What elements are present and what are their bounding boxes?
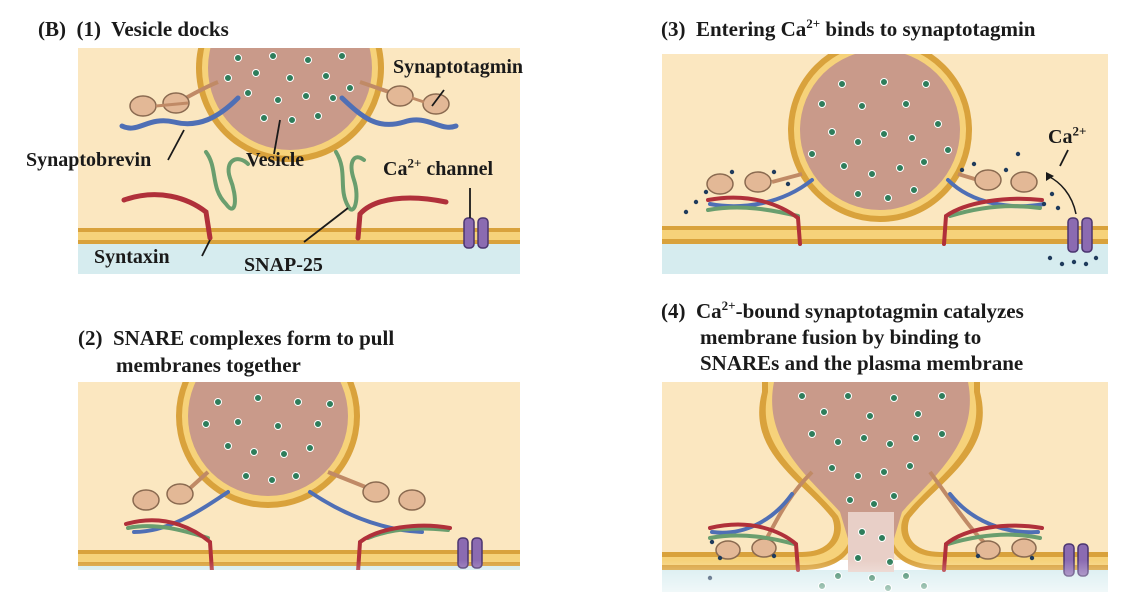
synaptotagmin-left [715,470,814,560]
calcium-channel [463,217,489,249]
synaptotagmin-right [327,470,426,511]
panel-2-illustration [78,382,520,570]
panel-3-title-post: binds to synaptotagmin [820,17,1036,41]
snare-complex-right [942,492,1044,572]
calcium-ions [683,151,1099,267]
arrow-head [1046,172,1054,181]
calcium-channel-label-sup: 2+ [407,155,422,171]
panel-4-title: (4) Ca2+-bound synaptotagmin catalyzes [661,298,1024,324]
vesicle-label: Vesicle [246,149,305,171]
vesicle-lumen [772,382,970,552]
calcium-label-sup: 2+ [1072,123,1087,139]
panel-2-title-line2: membranes together [116,353,301,377]
plasma-membrane-core [78,232,520,240]
calcium-label: Ca2+ [1048,123,1087,148]
snare-complex-left [708,492,800,572]
panel-1-illustration [78,48,520,274]
snap25-label: SNAP-25 [244,254,323,276]
snare-complex-left [706,178,814,246]
panel-4-title-line3: SNAREs and the plasma membrane [700,351,1024,375]
calcium-channel-label: Ca2+ channel [383,155,494,180]
synaptotagmin-right [928,470,1037,560]
calcium-leader-line [1059,149,1069,167]
neurotransmitter-dots [808,78,952,202]
synaptotagmin-right [359,80,450,115]
snare-complex-right [308,490,452,570]
panel-2-title-line1: SNARE complexes form to pull [113,326,395,350]
panel-4-number: (4) [661,299,686,323]
syntaxin-left [121,192,213,241]
synaptobrevin-left [119,95,241,131]
panel-3-number: (3) [661,17,686,41]
synaptotagmin-left [132,470,210,511]
panel-3-illustration [662,54,1108,274]
calcium-channel [1067,217,1093,253]
bottom-fade-overlay [0,560,1121,607]
panel-1-number: (1) [76,17,102,41]
synaptotagmin-right [957,169,1038,193]
neurotransmitter-dots [224,52,354,124]
vesicle-lumen [208,48,372,150]
synaptobrevin-label: Synaptobrevin [26,149,152,171]
syntaxin-label: Syntaxin [94,246,170,268]
snap25-right [334,150,366,212]
panel-2-title: (2) SNARE complexes form to pull [78,325,394,351]
calcium-channel-label-post: channel [421,158,494,180]
calcium-label-pre: Ca [1048,126,1073,148]
extracellular-space [662,244,1108,274]
vesicle-lumen [188,382,348,496]
panel-3-title-sup: 2+ [806,16,821,31]
panel-4-title-sup: 2+ [721,298,736,313]
snare-complex-left [124,490,230,570]
panel-4-title-pre: Ca [696,299,722,323]
panel-1-title: (B) (1) Vesicle docks [38,16,229,42]
label-leader-lines [167,89,471,257]
synaptobrevin-right [339,95,459,130]
snap25-left [204,150,250,211]
panel-3-title-pre: Entering Ca [696,17,807,41]
synaptotagmin-left [129,80,219,117]
panel-4-title-line2: membrane fusion by binding to [700,325,982,349]
panel-4-illustration [662,382,1108,592]
neurotransmitter-dots [202,394,334,484]
panel-1-title-text: Vesicle docks [111,17,229,41]
plasma-membrane-core [78,554,520,562]
snare-complex-right [942,178,1046,246]
vesicle-lumen [800,54,960,210]
figure-label: (B) [38,17,66,41]
panel-4-title-post: -bound synaptotagmin catalyzes [735,299,1024,323]
syntaxin-right [355,195,449,241]
plasma-membrane-core [662,230,1108,239]
panel-3-title: (3) Entering Ca2+ binds to synaptotagmin [661,16,1035,42]
synaptotagmin-label: Synaptotagmin [393,56,524,78]
panel-2-number: (2) [78,326,103,350]
calcium-channel-label-pre: Ca [383,158,408,180]
extracellular-space [78,244,520,274]
synaptotagmin-left [706,171,803,195]
